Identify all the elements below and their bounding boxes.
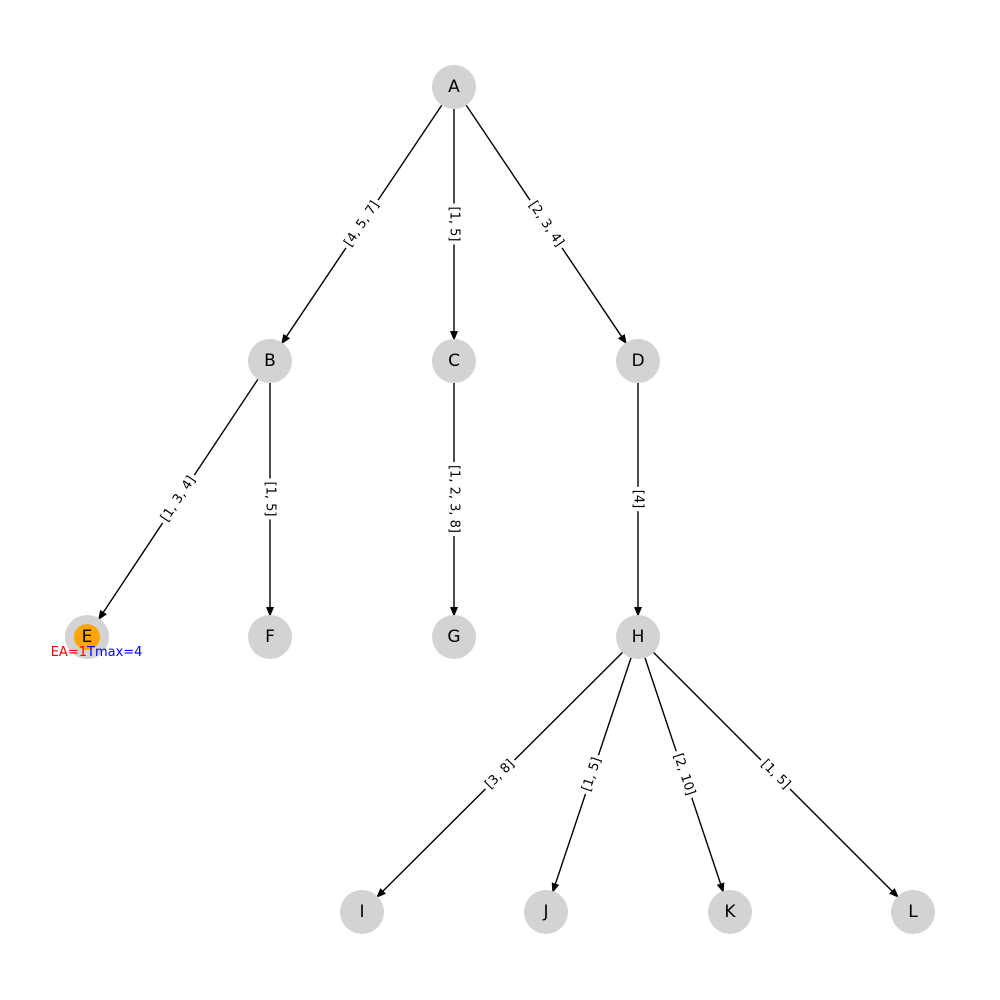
node-circle xyxy=(432,615,476,659)
edge-label-group-h-k: [2, 10] xyxy=(668,748,700,801)
edge-labels-layer: [4, 5, 7] [1, 5] [2, 3, 4] [1, 3, 4] [1, 5] [… xyxy=(155,195,796,801)
node-a: A xyxy=(432,65,476,109)
node-b: B xyxy=(248,339,292,383)
edge-label-b-f: [1, 5] xyxy=(263,482,278,517)
edge-label-h-k: [2, 10] xyxy=(670,752,698,798)
node-d: D xyxy=(616,339,660,383)
node-c: C xyxy=(432,339,476,383)
edge-label-background xyxy=(479,754,521,795)
edge-label-background xyxy=(755,754,796,795)
edge-label-background xyxy=(445,461,463,537)
node-circle xyxy=(524,890,568,934)
node-e: E xyxy=(65,615,109,659)
edge-label-group-b-f: [1, 5] xyxy=(261,478,279,520)
node-h: H xyxy=(616,615,660,659)
node-circle xyxy=(432,339,476,383)
node-circle xyxy=(708,890,752,934)
edge-label-b-e: [1, 3, 4] xyxy=(158,473,199,524)
edge-label-group-d-h: [4] xyxy=(629,486,647,512)
node-label: H xyxy=(632,627,645,647)
edge-label-background xyxy=(155,470,202,528)
node-circle xyxy=(432,65,476,109)
node-circle xyxy=(891,890,935,934)
edge-label-a-d: [2, 3, 4] xyxy=(525,198,566,249)
node-label: J xyxy=(542,902,548,922)
node-j: J xyxy=(524,890,568,934)
edge-label-h-l: [1, 5] xyxy=(758,757,793,792)
edge-label-a-b: [4, 5, 7] xyxy=(341,198,382,249)
node-circle xyxy=(248,615,292,659)
annotation-layer: EA=1 Tmax=4 xyxy=(51,645,143,660)
node-circle xyxy=(248,339,292,383)
edge-label-a-c: [1, 5] xyxy=(447,207,462,242)
edge-label-background xyxy=(629,486,647,512)
node-label: B xyxy=(264,351,276,371)
node-label: D xyxy=(631,351,644,371)
edge-label-group-h-j: [1, 5] xyxy=(577,752,607,797)
edge-label-c-g: [1, 2, 3, 8] xyxy=(447,465,462,533)
edge-label-group-a-c: [1, 5] xyxy=(445,203,463,245)
highlight-marker xyxy=(74,624,100,650)
edge-label-group-h-i: [3, 8] xyxy=(479,754,521,795)
node-label: G xyxy=(447,627,460,647)
edge-label-h-i: [3, 8] xyxy=(482,757,517,792)
nodes-layer: A B C D E F G H I J K L xyxy=(65,65,935,934)
node-label: A xyxy=(448,77,460,97)
edge-label-group-a-b: [4, 5, 7] xyxy=(338,195,386,253)
node-label: F xyxy=(265,627,275,647)
edge-label-group-h-l: [1, 5] xyxy=(755,754,796,795)
tmax-annotation: Tmax=4 xyxy=(86,645,142,660)
node-label: L xyxy=(908,902,918,922)
edge-label-background xyxy=(338,195,386,253)
edge-label-group-a-d: [2, 3, 4] xyxy=(522,195,570,253)
node-circle xyxy=(340,890,384,934)
node-f: F xyxy=(248,615,292,659)
node-i: I xyxy=(340,890,384,934)
node-label: I xyxy=(359,902,364,922)
edge-label-group-b-e: [1, 3, 4] xyxy=(155,470,202,528)
edge-label-background xyxy=(445,203,463,245)
edge-label-d-h: [4] xyxy=(631,490,646,508)
node-circle xyxy=(616,339,660,383)
node-l: L xyxy=(891,890,935,934)
edge-label-group-c-g: [1, 2, 3, 8] xyxy=(445,461,463,537)
ea-annotation: EA=1 xyxy=(51,645,87,660)
edge-label-background xyxy=(522,195,570,253)
edge-label-background xyxy=(668,748,700,801)
edge-label-background xyxy=(577,752,607,797)
node-label: K xyxy=(724,902,736,922)
node-g: G xyxy=(432,615,476,659)
node-k: K xyxy=(708,890,752,934)
node-circle xyxy=(616,615,660,659)
edge-label-background xyxy=(261,478,279,520)
node-label: E xyxy=(82,627,93,647)
node-label: C xyxy=(448,351,460,371)
